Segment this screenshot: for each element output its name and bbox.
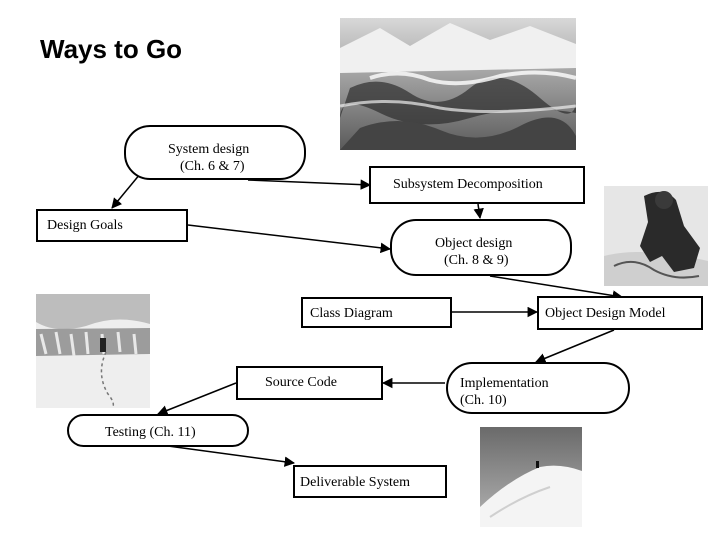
design-goals-node: Design Goals (36, 209, 188, 242)
arrow-odm-to-implementation (535, 329, 615, 364)
implementation-title: Implementation (460, 376, 549, 391)
system-design-node: System design (Ch. 6 & 7) (124, 125, 306, 180)
design-goals-label: Design Goals (47, 218, 123, 233)
climber-on-rope-photo (604, 186, 708, 286)
arrow-source-to-testing (157, 382, 237, 416)
system-design-chapters: (Ch. 6 & 7) (180, 159, 245, 174)
glacier-aerial-photo (340, 18, 576, 150)
source-code-label: Source Code (265, 375, 337, 390)
arrow-object-design-to-odm (489, 275, 624, 301)
system-design-title: System design (168, 142, 250, 157)
deliverable-system-node: Deliverable System (293, 465, 447, 498)
arrow-system-to-subsystem (247, 179, 372, 190)
object-design-model-label: Object Design Model (545, 306, 666, 321)
implementation-chapter: (Ch. 10) (460, 393, 507, 408)
object-design-chapters: (Ch. 8 & 9) (444, 253, 509, 268)
arrow-testing-to-deliverable (167, 445, 296, 467)
arrow-design-goals-to-object-design (187, 224, 392, 254)
object-design-title: Object design (435, 236, 513, 251)
summit-ridge-photo (480, 427, 582, 527)
testing-node: Testing (Ch. 11) (67, 414, 249, 447)
arrow-subsystem-to-object-design (473, 203, 484, 220)
class-diagram-node: Class Diagram (301, 297, 452, 328)
deliverable-system-label: Deliverable System (300, 475, 411, 490)
object-design-node: Object design (Ch. 8 & 9) (390, 219, 572, 276)
testing-label: Testing (Ch. 11) (105, 425, 196, 440)
slide-title: Ways to Go (40, 34, 183, 64)
subsystem-decomposition-node: Subsystem Decomposition (369, 166, 585, 204)
icefall-trail-photo (36, 294, 150, 408)
implementation-node: Implementation (Ch. 10) (446, 362, 630, 414)
object-design-model-node: Object Design Model (537, 296, 703, 330)
class-diagram-label: Class Diagram (310, 306, 393, 321)
source-code-node: Source Code (236, 366, 383, 400)
subsystem-decomposition-label: Subsystem Decomposition (393, 177, 543, 192)
